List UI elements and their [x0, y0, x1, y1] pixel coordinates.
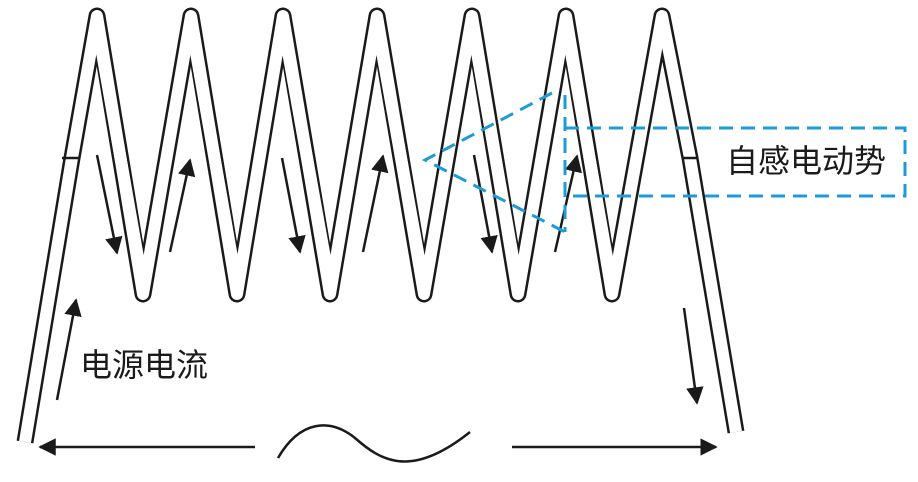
up-arrow-1 — [168, 158, 196, 253]
coil-front-edges — [91, 22, 618, 288]
up-arrow-3 — [553, 154, 583, 253]
up-arrow-2 — [361, 154, 389, 253]
current-direction-arrows — [55, 154, 704, 405]
down-arrow-1 — [95, 154, 123, 255]
self-induced-emf-label: 自感电动势 — [726, 142, 886, 180]
down-arrow-2 — [280, 157, 306, 254]
coil-front-segment — [371, 22, 430, 288]
emf-callout — [421, 91, 907, 234]
coil-front-segment — [466, 22, 524, 288]
callout-box — [563, 126, 907, 198]
coil-front-segment — [91, 22, 149, 288]
ac-sine-wave-icon — [276, 424, 471, 463]
coil-front-segment — [277, 22, 336, 288]
coil-front-segment — [185, 22, 243, 288]
right-lead-arrow — [682, 307, 704, 405]
down-arrow-3 — [472, 154, 498, 254]
source-current-label: 电源电流 — [80, 346, 208, 384]
coil-wire — [16, 7, 745, 444]
left-lead-arrow — [55, 298, 82, 401]
callout-pointer — [421, 91, 566, 234]
coil-front-segment — [560, 22, 618, 288]
